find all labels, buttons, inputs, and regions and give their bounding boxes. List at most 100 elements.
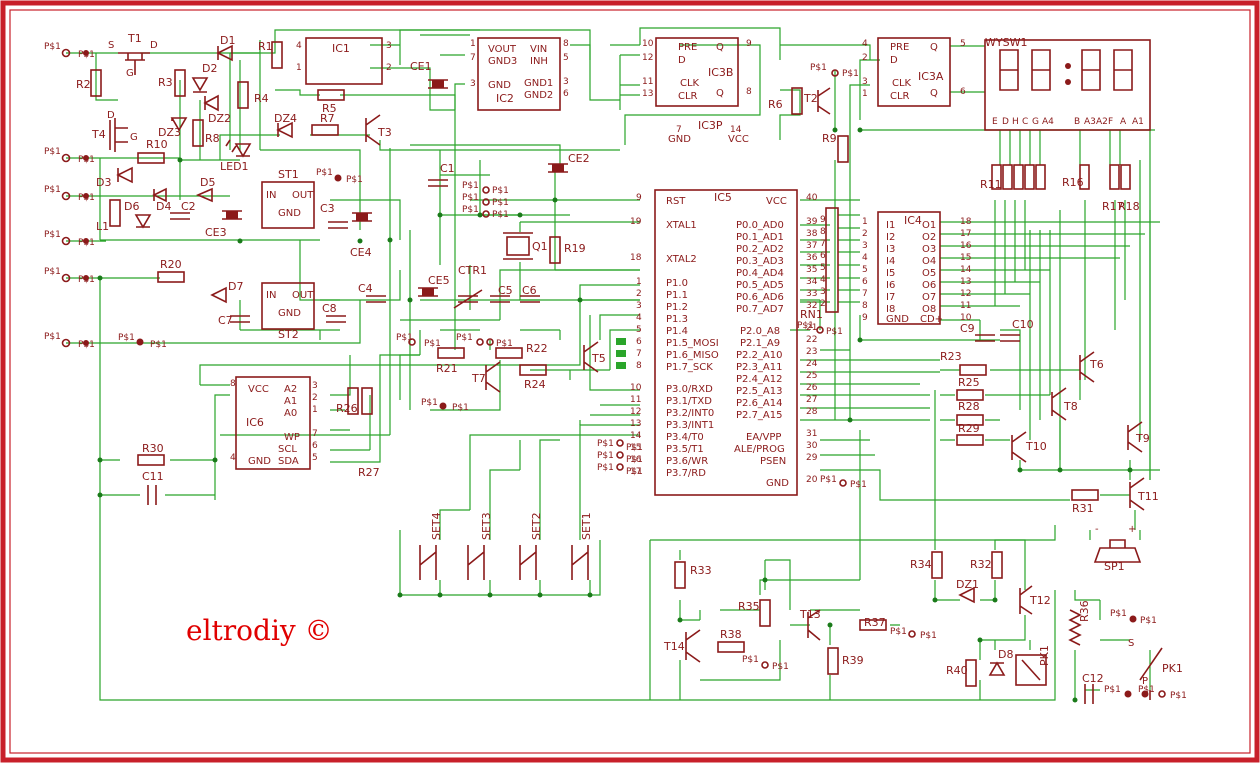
svg-text:P$1: P$1 — [44, 147, 61, 157]
svg-text:P2.1_A9: P2.1_A9 — [740, 338, 780, 349]
svg-text:P$1: P$1 — [456, 333, 473, 343]
svg-text:19: 19 — [630, 217, 642, 227]
resistor-r19 — [549, 236, 561, 264]
svg-text:Q: Q — [930, 88, 938, 99]
svg-text:21: 21 — [806, 323, 817, 333]
svg-text:S: S — [1128, 638, 1134, 649]
resistor-r1 — [271, 41, 283, 69]
ic-ic3a — [877, 37, 951, 107]
resistor-r10 — [137, 152, 165, 164]
svg-text:R7: R7 — [320, 112, 335, 125]
svg-text:P$1: P$1 — [1170, 691, 1187, 701]
svg-text:D4: D4 — [156, 200, 171, 213]
svg-text:1: 1 — [862, 217, 868, 227]
svg-text:P$1: P$1 — [44, 332, 61, 342]
svg-text:P$1: P$1 — [842, 69, 859, 79]
svg-text:R33: R33 — [690, 564, 712, 577]
svg-text:11: 11 — [642, 77, 653, 87]
resistor-r3 — [174, 69, 186, 97]
svg-text:7: 7 — [862, 289, 868, 299]
svg-text:P$1: P$1 — [890, 627, 907, 637]
svg-text:34: 34 — [806, 277, 818, 287]
svg-text:P$1: P$1 — [316, 168, 333, 178]
svg-text:9: 9 — [820, 215, 826, 225]
resistor-r22 — [495, 347, 523, 359]
svg-text:GND: GND — [248, 456, 271, 467]
svg-text:L1: L1 — [96, 220, 109, 233]
svg-text:R35: R35 — [738, 600, 760, 613]
svg-text:16: 16 — [630, 455, 642, 465]
resistor-r24 — [519, 364, 547, 376]
transistor-t13 — [807, 609, 821, 641]
svg-text:4: 4 — [820, 275, 826, 285]
svg-text:R29: R29 — [958, 422, 980, 435]
relay-coil-pk1 — [1015, 654, 1047, 686]
svg-text:O3: O3 — [922, 244, 936, 255]
diode-d5 — [195, 187, 213, 203]
svg-text:D1: D1 — [220, 34, 235, 47]
svg-text:Q: Q — [930, 42, 938, 53]
transistor-t9 — [1127, 421, 1143, 453]
resistor-r32 — [991, 551, 1003, 579]
svg-text:5: 5 — [312, 453, 318, 463]
svg-text:SET4: SET4 — [430, 512, 443, 540]
svg-text:SDA: SDA — [278, 456, 299, 467]
svg-text:P$1: P$1 — [742, 655, 759, 665]
svg-text:31: 31 — [806, 429, 817, 439]
crystal-q1 — [506, 236, 530, 256]
svg-text:R25: R25 — [958, 376, 980, 389]
svg-text:R32: R32 — [970, 558, 992, 571]
svg-text:2: 2 — [862, 229, 868, 239]
svg-text:4: 4 — [862, 253, 868, 263]
svg-text:P$1: P$1 — [496, 339, 513, 349]
transistor-t6 — [1079, 351, 1095, 383]
svg-text:R5: R5 — [322, 102, 337, 115]
svg-text:EA/VPP: EA/VPP — [746, 432, 781, 443]
svg-text:I7: I7 — [886, 292, 895, 303]
svg-text:P0.5_AD5: P0.5_AD5 — [736, 280, 784, 291]
svg-text:P$1: P$1 — [424, 339, 441, 349]
svg-text:CE1: CE1 — [410, 60, 432, 73]
svg-text:P$1: P$1 — [44, 185, 61, 195]
svg-text:VOUT: VOUT — [488, 44, 517, 55]
svg-text:4: 4 — [230, 453, 236, 463]
resistor-r7 — [311, 124, 339, 136]
svg-text:R17: R17 — [1102, 200, 1124, 213]
svg-text:P$1: P$1 — [346, 175, 363, 185]
svg-text:8: 8 — [820, 227, 826, 237]
svg-text:2: 2 — [820, 299, 826, 309]
svg-text:T2: T2 — [803, 92, 818, 105]
svg-text:36: 36 — [806, 253, 818, 263]
led-indicator-3 — [616, 362, 626, 369]
capacitor-c11 — [147, 485, 157, 505]
resistor-r21 — [437, 347, 465, 359]
svg-text:H: H — [1012, 117, 1019, 127]
svg-text:33: 33 — [806, 289, 817, 299]
zener-dz3 — [276, 121, 293, 139]
p1-terminal — [61, 48, 71, 58]
diode-d4 — [152, 187, 167, 203]
svg-text:12: 12 — [960, 289, 971, 299]
transistor-t2 — [817, 87, 831, 115]
svg-text:35: 35 — [806, 265, 817, 275]
svg-text:29: 29 — [806, 453, 818, 463]
svg-text:VCC: VCC — [248, 384, 269, 395]
svg-text:1: 1 — [636, 277, 642, 287]
svg-text:P2.4_A12: P2.4_A12 — [736, 374, 783, 385]
resistor-r25 — [956, 389, 984, 401]
svg-text:IC1: IC1 — [332, 42, 350, 55]
svg-text:P1.1: P1.1 — [666, 290, 688, 301]
svg-text:R20: R20 — [160, 258, 182, 271]
svg-text:G: G — [1032, 117, 1039, 127]
svg-text:I5: I5 — [886, 268, 895, 279]
svg-text:CLR: CLR — [890, 91, 910, 102]
resistor-r18 — [1120, 164, 1131, 190]
svg-text:WP: WP — [284, 432, 300, 443]
transistor-t12 — [1019, 585, 1033, 615]
transistor-t11 — [1129, 477, 1145, 511]
svg-text:T8: T8 — [1063, 400, 1078, 413]
resistor-r15 — [1035, 164, 1046, 190]
svg-text:GND: GND — [766, 478, 789, 489]
resistor-r27 — [361, 387, 373, 415]
